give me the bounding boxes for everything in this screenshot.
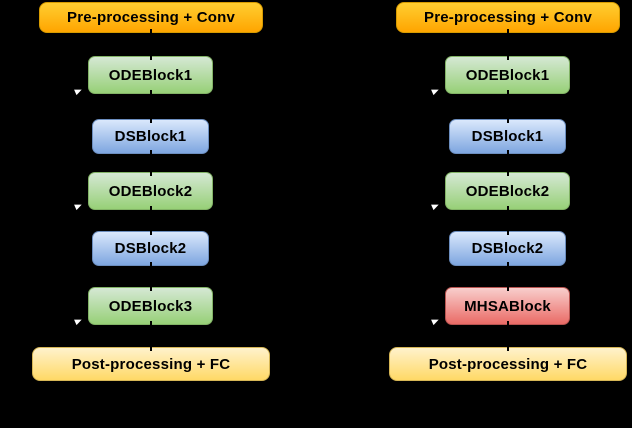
block-label: ODEBlock1 (108, 66, 193, 84)
block-dsblock1: DSBlock1 (92, 118, 209, 155)
block-pre-processing-conv: Pre-processing + Conv (396, 2, 620, 34)
block-label: DSBlock1 (114, 128, 187, 145)
block-odeblock2: ODEBlock2 (88, 171, 213, 211)
block-dsblock2: DSBlock2 (92, 230, 209, 267)
block-odeblock3: ODEBlock3 (88, 286, 213, 326)
block-label: ODEBlock2 (108, 182, 193, 200)
block-label: Post-processing + FC (428, 355, 588, 373)
block-odeblock2: ODEBlock2 (445, 171, 570, 211)
block-label: DSBlock1 (471, 128, 544, 145)
column-right-model: Pre-processing + Conv ODEBlock1 DSBlock1… (388, 0, 628, 428)
block-odeblock1: ODEBlock1 (88, 55, 213, 95)
block-label: Pre-processing + Conv (424, 9, 592, 26)
skip-connection-arrowhead-icon (431, 201, 440, 211)
block-post-processing-fc: Post-processing + FC (389, 346, 627, 381)
block-label: DSBlock2 (114, 240, 187, 257)
block-post-processing-fc: Post-processing + FC (32, 346, 270, 381)
block-label: Post-processing + FC (71, 355, 231, 373)
skip-connection-arrowhead-icon (74, 316, 83, 326)
block-pre-processing-conv: Pre-processing + Conv (39, 2, 263, 34)
skip-connection-arrowhead-icon (74, 201, 83, 211)
skip-connection-arrowhead-icon (74, 86, 83, 96)
skip-connection-arrowhead-icon (431, 86, 440, 96)
block-label: MHSABlock (464, 297, 551, 315)
block-label: ODEBlock1 (465, 66, 550, 84)
column-left-model: Pre-processing + Conv ODEBlock1 DSBlock1… (31, 0, 271, 428)
block-dsblock1: DSBlock1 (449, 118, 566, 155)
block-odeblock1: ODEBlock1 (445, 55, 570, 95)
block-label: ODEBlock3 (108, 297, 193, 315)
skip-connection-arrowhead-icon (431, 316, 440, 326)
block-label: DSBlock2 (471, 240, 544, 257)
block-label: ODEBlock2 (465, 182, 550, 200)
block-dsblock2: DSBlock2 (449, 230, 566, 267)
block-mhsablock: MHSABlock (445, 286, 570, 326)
block-label: Pre-processing + Conv (67, 9, 235, 26)
